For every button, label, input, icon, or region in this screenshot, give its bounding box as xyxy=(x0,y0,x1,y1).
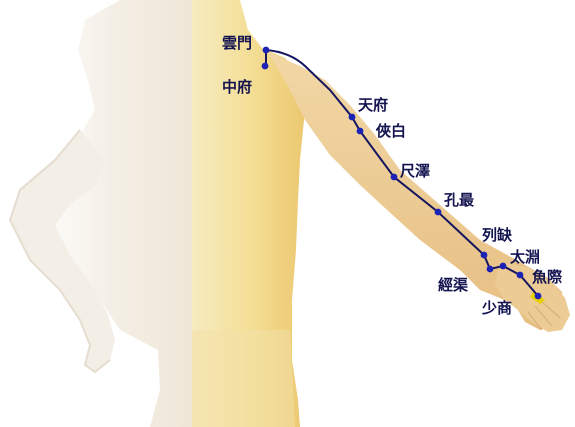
label-jingqu: 經渠 xyxy=(438,276,468,294)
right-arm xyxy=(268,52,570,332)
label-chize: 尺澤 xyxy=(400,162,430,180)
acupoint-zhongfu[interactable] xyxy=(262,63,269,70)
label-tianfu: 天府 xyxy=(358,96,388,114)
label-lieque: 列缺 xyxy=(482,226,513,244)
hip-shadow xyxy=(192,330,295,427)
acupoint-taiyuan[interactable] xyxy=(500,263,507,270)
acupoint-xiabai[interactable] xyxy=(357,128,364,135)
acupoint-lieque[interactable] xyxy=(481,252,488,259)
label-taiyuan: 太淵 xyxy=(510,248,540,266)
label-shaoshang: 少商 xyxy=(481,299,512,317)
label-yuji: 魚際 xyxy=(532,268,563,286)
acupoint-kongzui[interactable] xyxy=(435,209,442,216)
label-xiabai: 俠白 xyxy=(375,122,406,140)
acupoint-shaoshang[interactable] xyxy=(535,293,542,300)
acupoint-jingqu[interactable] xyxy=(487,266,494,273)
acupoint-chize[interactable] xyxy=(391,174,398,181)
acupoint-tianfu[interactable] xyxy=(349,114,356,121)
label-zhongfu: 中府 xyxy=(222,78,252,96)
label-yunmen: 雲門 xyxy=(222,34,252,52)
body-left-half xyxy=(10,0,192,427)
acupoint-yuji[interactable] xyxy=(517,272,524,279)
label-kongzui: 孔最 xyxy=(444,191,475,209)
acupoint-yunmen[interactable] xyxy=(263,47,270,54)
